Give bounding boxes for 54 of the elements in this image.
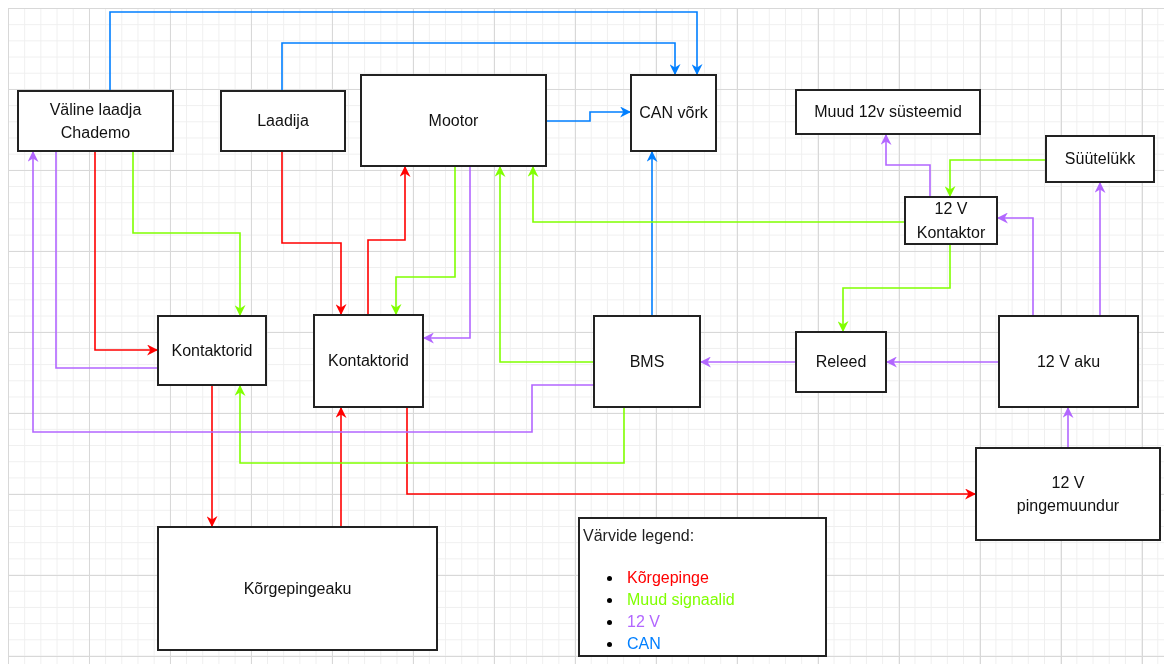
process-box (220, 90, 346, 152)
process-box (157, 315, 267, 386)
legend-item: Muud signaalid (627, 591, 735, 608)
box-label: Kontaktorid (328, 351, 409, 372)
process-box (795, 89, 981, 135)
arrow (1094, 181, 1106, 316)
arrow (27, 150, 594, 433)
arrow (546, 106, 632, 122)
box-label: Releed (815, 352, 867, 373)
arrow (1062, 406, 1074, 448)
arrow (109, 11, 703, 91)
process-box (904, 196, 998, 245)
box-label: 12 V Kontaktor (915, 199, 987, 243)
box-label: Süütelükk (1064, 149, 1136, 170)
arrow (944, 159, 1046, 198)
process-box (157, 526, 438, 651)
box-label: 12 V pingemuundur (1016, 472, 1120, 516)
box-label: Kontaktorid (171, 340, 253, 361)
legend-item: CAN (627, 635, 661, 652)
arrow (494, 165, 594, 363)
arrow (281, 151, 347, 316)
box-label: Muud 12v süsteemid (814, 102, 962, 123)
arrow (527, 165, 905, 223)
arrow (406, 407, 977, 500)
box-label: 12 V aku (1036, 351, 1101, 372)
arrow (206, 385, 218, 528)
box-label: Laadija (257, 111, 309, 132)
arrow (837, 244, 951, 333)
arrow (94, 151, 159, 356)
box-label: CAN võrk (639, 103, 708, 124)
process-box (313, 314, 424, 408)
process-box (17, 90, 174, 152)
legend-item: 12 V (627, 613, 660, 630)
arrow (646, 150, 658, 316)
arrow (367, 165, 411, 315)
legend-title: Värvide legend: (583, 526, 696, 546)
arrow (281, 42, 681, 91)
box-label: Mootor (428, 110, 479, 131)
process-box (998, 315, 1139, 408)
process-box (360, 74, 547, 167)
arrow (132, 151, 246, 317)
arrow (335, 406, 347, 527)
box-label: Kõrgepingeaku (243, 578, 352, 599)
process-box (795, 331, 887, 393)
process-box (975, 447, 1161, 541)
process-box (1045, 135, 1155, 183)
box-label: BMS (629, 351, 665, 372)
arrow (880, 133, 931, 197)
arrow (390, 166, 456, 316)
process-box (593, 315, 701, 408)
process-box (630, 74, 717, 152)
legend-item: Kõrgepinge (627, 569, 709, 586)
box-label: Väline laadja Chademo (48, 99, 143, 143)
arrow (234, 384, 625, 464)
